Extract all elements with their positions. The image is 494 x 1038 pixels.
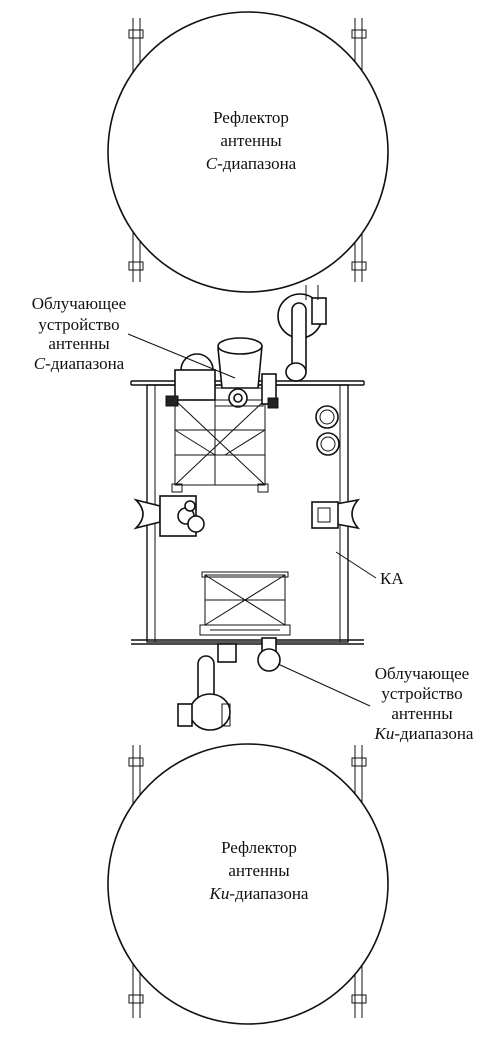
ku-feed-label-line1: Облучающее [375, 664, 469, 683]
c-band-reflector: Рефлектор антенны C-диапазона [107, 11, 389, 293]
c-reflector-label-line2: антенны [220, 131, 282, 150]
spacecraft-label: КА [380, 569, 404, 588]
ku-reflector-label-line2: антенны [228, 861, 290, 880]
spacecraft-callout: КА [335, 551, 404, 588]
c-reflector-label-line3: C-диапазона [206, 154, 297, 173]
ku-reflector-label-line3: Ku-диапазона [209, 884, 309, 903]
spacecraft-body [130, 337, 365, 672]
ku-band-boom [177, 655, 231, 731]
c-feed-callout: Облучающее устройство антенны C-диапазон… [32, 294, 236, 379]
ku-feed-label-line3: антенны [391, 704, 453, 723]
c-feed-label-line1: Облучающее [32, 294, 126, 313]
ku-feed-callout: Облучающее устройство антенны Ku-диапазо… [277, 663, 474, 743]
c-feed-label-line3: антенны [48, 334, 110, 353]
c-feed-label-line2: устройство [38, 315, 119, 334]
ku-reflector-label-line1: Рефлектор [221, 838, 297, 857]
ku-feed-label-line2: устройство [381, 684, 462, 703]
ku-feed-label-line4: Ku-диапазона [374, 724, 474, 743]
c-feed-label-line4: C-диапазона [34, 354, 125, 373]
ku-band-reflector: Рефлектор антенны Ku-диапазона [107, 743, 389, 1025]
c-reflector-label-line1: Рефлектор [213, 108, 289, 127]
c-band-boom [277, 285, 327, 382]
spacecraft-leader-line [335, 551, 377, 579]
c-feed-leader-line [127, 333, 236, 379]
ku-feed-leader-line [277, 663, 371, 707]
